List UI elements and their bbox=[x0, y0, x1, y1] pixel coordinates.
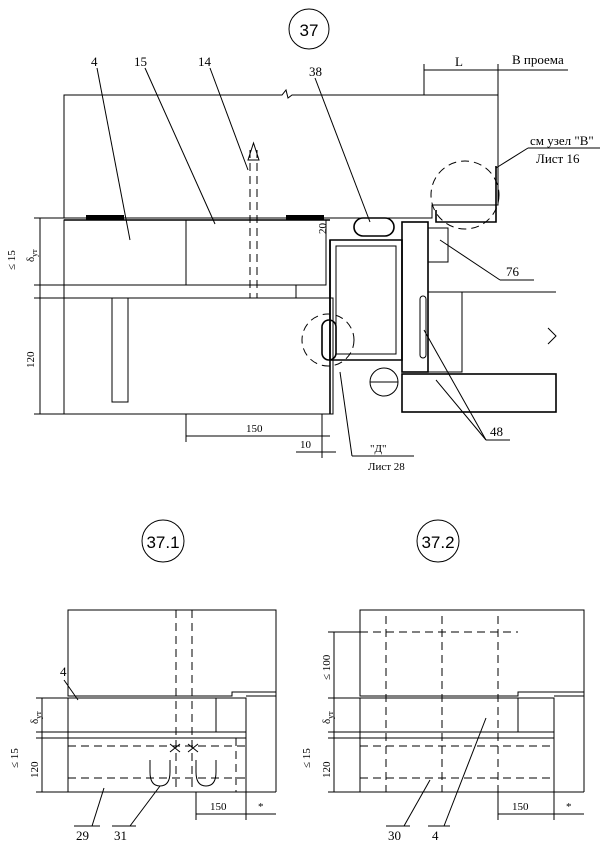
label-38: 38 bbox=[309, 64, 322, 79]
sub2-block bbox=[517, 697, 555, 733]
leader-38 bbox=[314, 77, 371, 223]
label-76: 76 bbox=[506, 264, 520, 279]
sub2-label-30: 30 bbox=[388, 828, 401, 843]
sub1-lower-wall bbox=[67, 737, 247, 793]
dim-le15: ≤ 15 bbox=[6, 250, 18, 270]
sub1-star: * bbox=[258, 801, 264, 813]
sub1-mortar bbox=[67, 731, 247, 739]
leader-14 bbox=[209, 67, 249, 171]
sub2-star: * bbox=[566, 801, 572, 813]
door-leaf-timber bbox=[401, 221, 429, 373]
label-48: 48 bbox=[490, 424, 503, 439]
detail-37-2-number: 37.2 bbox=[421, 533, 454, 552]
sub2-dim-150: 150 bbox=[512, 801, 529, 813]
dim-delta: δут bbox=[25, 249, 39, 262]
sub1-clamp-2 bbox=[195, 760, 217, 787]
sub1-label-29: 29 bbox=[76, 828, 89, 843]
leader-node-v bbox=[495, 147, 529, 169]
dim-10: 10 bbox=[300, 439, 312, 451]
v-proema-label: В проема bbox=[512, 52, 564, 67]
sub2-dim-delta: δут bbox=[321, 711, 335, 724]
detail-37-number: 37 bbox=[300, 21, 319, 40]
sub1-block bbox=[215, 697, 247, 733]
frame-profile-inner bbox=[335, 245, 397, 355]
sealant-strip-right bbox=[286, 215, 324, 220]
sub1-dim-delta: δут bbox=[29, 711, 43, 724]
sub2-leader-30 bbox=[403, 779, 431, 827]
detail-37-1-number: 37.1 bbox=[146, 533, 179, 552]
sub2-dim-le100: ≤ 100 bbox=[321, 654, 333, 680]
frame-profile-outer bbox=[329, 239, 403, 361]
sub1-clamp-1 bbox=[149, 760, 171, 787]
profile-76 bbox=[428, 227, 449, 263]
corner-flashing bbox=[435, 166, 497, 223]
detail-37-bubble bbox=[288, 8, 330, 50]
sub2-dim-120: 120 bbox=[321, 761, 333, 778]
leader-4 bbox=[96, 67, 131, 241]
mortar-bed bbox=[63, 284, 297, 299]
gasket-48 bbox=[419, 295, 427, 359]
leader-48-a bbox=[423, 329, 487, 441]
callout-node-d bbox=[301, 313, 355, 367]
vertical-mortar-joint bbox=[111, 297, 129, 403]
dim-20: 20 bbox=[317, 223, 329, 235]
sub1-dim-150: 150 bbox=[210, 801, 227, 813]
sub2-mortar bbox=[359, 731, 555, 739]
upper-wall bbox=[63, 88, 499, 219]
sheet28-label: Лист 28 bbox=[368, 461, 405, 473]
sub1-fasteners bbox=[169, 743, 199, 753]
seal-38 bbox=[353, 217, 395, 237]
sealant-strip-left bbox=[86, 215, 124, 220]
callout-node-v bbox=[430, 160, 500, 230]
sub2-label-4: 4 bbox=[432, 828, 439, 843]
glazing-bead bbox=[428, 291, 463, 373]
leader-15 bbox=[144, 67, 216, 225]
detail-37-2-bubble bbox=[416, 519, 460, 563]
label-14: 14 bbox=[198, 54, 212, 69]
see-node-label: см узел "В" bbox=[530, 133, 594, 148]
lower-wall bbox=[63, 297, 334, 415]
jamb-seal bbox=[321, 319, 337, 361]
sub1-label-4: 4 bbox=[60, 664, 67, 679]
sub2-dim-le15: ≤ 15 bbox=[301, 748, 313, 768]
door-bottom-panel bbox=[401, 373, 557, 413]
detail-37-1-bubble bbox=[141, 519, 185, 563]
break-mark-right bbox=[547, 327, 557, 345]
leader-76 bbox=[439, 239, 501, 281]
sub1-dim-le15: ≤ 15 bbox=[9, 748, 21, 768]
anchor-tip bbox=[247, 141, 260, 161]
dim-150: 150 bbox=[246, 423, 263, 435]
sheet16-label: Лист 16 bbox=[536, 151, 580, 166]
sub1-dim-120: 120 bbox=[29, 761, 41, 778]
dim-120: 120 bbox=[25, 351, 37, 368]
label-15: 15 bbox=[134, 54, 147, 69]
detail-37-1: 37.1 4 δут ≤ 15 120 150 * 29 bbox=[9, 519, 277, 843]
sub1-leader-4 bbox=[63, 679, 79, 701]
detail-37-2: 37.2 ≤ 100 δут ≤ 15 120 150 * 30 bbox=[301, 519, 585, 843]
sub2-leader-4 bbox=[443, 717, 487, 827]
timber-block bbox=[185, 219, 327, 286]
sub1-leader-31 bbox=[129, 785, 161, 827]
sub1-leader-29 bbox=[91, 787, 105, 827]
sub2-insulation bbox=[359, 697, 519, 733]
dim-L-label: L bbox=[455, 54, 463, 69]
label-4: 4 bbox=[91, 54, 98, 69]
sub1-upper-wall bbox=[67, 609, 277, 697]
sub2-upper-wall bbox=[359, 609, 585, 697]
sub1-insulation bbox=[67, 697, 217, 733]
detail-37: 37 bbox=[6, 8, 600, 473]
leader-node-d bbox=[339, 371, 353, 457]
insulation-layer bbox=[63, 219, 187, 286]
sub1-label-31: 31 bbox=[114, 828, 127, 843]
node-d-label: "Д" bbox=[370, 443, 386, 455]
leader-48-b bbox=[435, 379, 487, 441]
